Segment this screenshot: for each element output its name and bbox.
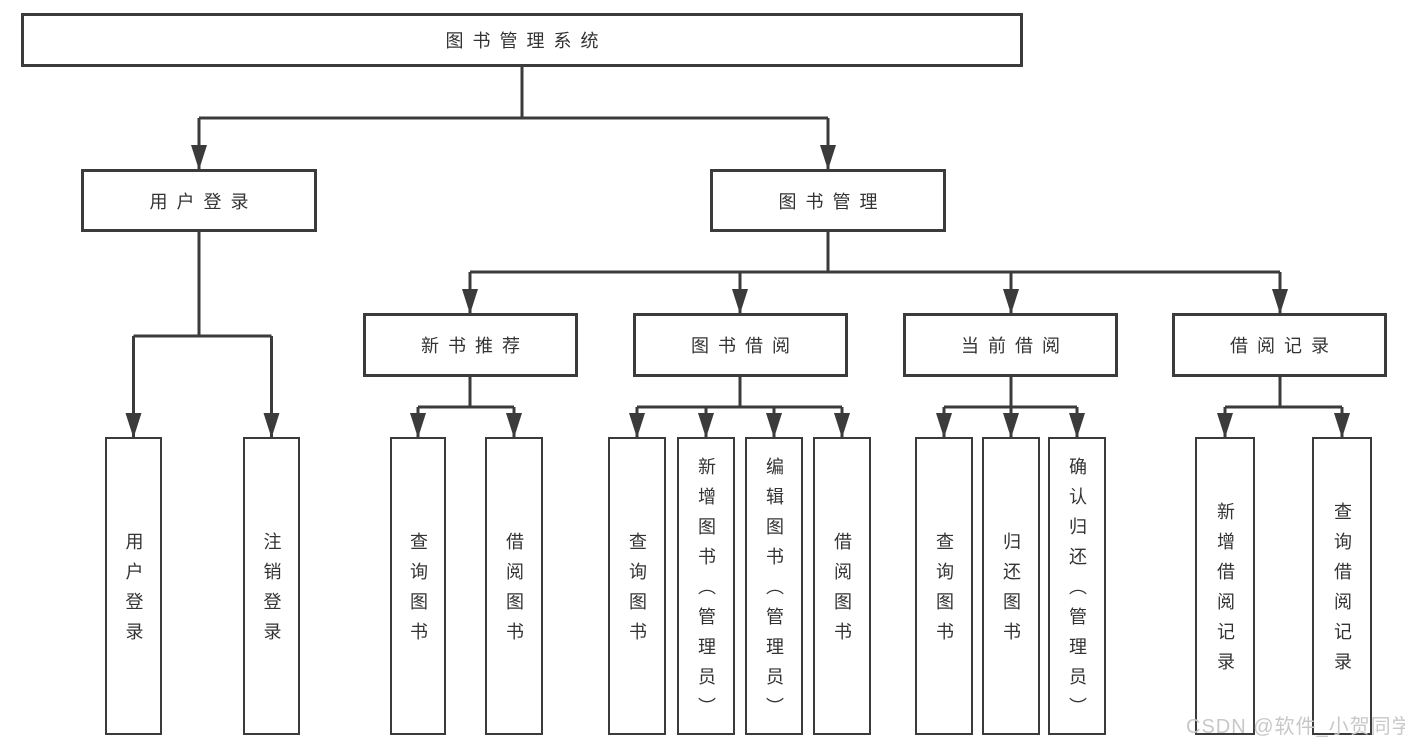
leaf-rec-query-books-label: 查询图书 bbox=[408, 532, 428, 652]
leaf-cb-query-books: 查询图书 bbox=[915, 437, 973, 735]
leaf-bb-add-books-label: 新增图书（管理员） bbox=[696, 457, 716, 727]
leaf-logout: 注销登录 bbox=[243, 437, 300, 735]
leaf-bb-query-books-label: 查询图书 bbox=[627, 532, 647, 652]
leaf-br-add-record-label: 新增借阅记录 bbox=[1215, 502, 1235, 682]
leaf-logout-label: 注销登录 bbox=[261, 532, 282, 652]
connectors-current-borrow-branch bbox=[936, 377, 1085, 438]
connectors-book-borrow-branch bbox=[629, 377, 850, 438]
node-new-book-rec-label: 新书推荐 bbox=[421, 336, 529, 356]
leaf-bb-query-books: 查询图书 bbox=[608, 437, 666, 735]
connectors-root-to-level2 bbox=[191, 67, 836, 170]
connectors-new-book-rec-branch bbox=[410, 377, 522, 438]
leaf-bb-borrow-books: 借阅图书 bbox=[813, 437, 871, 735]
leaf-br-query-record-label: 查询借阅记录 bbox=[1332, 502, 1352, 682]
node-borrow-records-label: 借阅记录 bbox=[1230, 336, 1338, 356]
node-user-login: 用户登录 bbox=[81, 169, 317, 232]
leaf-bb-borrow-books-label: 借阅图书 bbox=[832, 532, 852, 652]
leaf-cb-confirm-return: 确认归还（管理员） bbox=[1048, 437, 1106, 735]
node-new-book-rec: 新书推荐 bbox=[363, 313, 578, 377]
leaf-cb-confirm-return-label: 确认归还（管理员） bbox=[1067, 457, 1087, 727]
node-book-mgmt: 图书管理 bbox=[710, 169, 946, 232]
node-root-label: 图书管理系统 bbox=[445, 31, 608, 51]
leaf-bb-add-books: 新增图书（管理员） bbox=[677, 437, 735, 735]
watermark: CSDN @软件_小贺同学 bbox=[1186, 716, 1405, 738]
node-current-borrow: 当前借阅 bbox=[903, 313, 1118, 377]
leaf-cb-return-books: 归还图书 bbox=[982, 437, 1040, 735]
node-current-borrow-label: 当前借阅 bbox=[961, 336, 1069, 356]
node-book-borrow-label: 图书借阅 bbox=[691, 336, 799, 356]
leaf-rec-borrow-books-label: 借阅图书 bbox=[504, 532, 524, 652]
node-book-mgmt-label: 图书管理 bbox=[778, 191, 887, 212]
connectors-borrow-records-branch bbox=[1217, 377, 1350, 438]
connectors-book-mgmt-to-level3 bbox=[462, 232, 1288, 314]
node-book-borrow: 图书借阅 bbox=[633, 313, 848, 377]
node-user-login-label: 用户登录 bbox=[149, 191, 258, 212]
leaf-rec-borrow-books: 借阅图书 bbox=[485, 437, 543, 735]
node-root: 图书管理系统 bbox=[21, 13, 1023, 67]
leaf-br-query-record: 查询借阅记录 bbox=[1312, 437, 1372, 735]
leaf-bb-edit-books: 编辑图书（管理员） bbox=[745, 437, 803, 735]
leaf-user-login: 用户登录 bbox=[105, 437, 162, 735]
node-borrow-records: 借阅记录 bbox=[1172, 313, 1387, 377]
leaf-user-login-label: 用户登录 bbox=[123, 532, 144, 652]
leaf-cb-return-books-label: 归还图书 bbox=[1001, 532, 1021, 652]
leaf-br-add-record: 新增借阅记录 bbox=[1195, 437, 1255, 735]
connectors-user-login-branch bbox=[125, 232, 280, 438]
leaf-bb-edit-books-label: 编辑图书（管理员） bbox=[764, 457, 784, 727]
leaf-rec-query-books: 查询图书 bbox=[390, 437, 446, 735]
leaf-cb-query-books-label: 查询图书 bbox=[934, 532, 954, 652]
